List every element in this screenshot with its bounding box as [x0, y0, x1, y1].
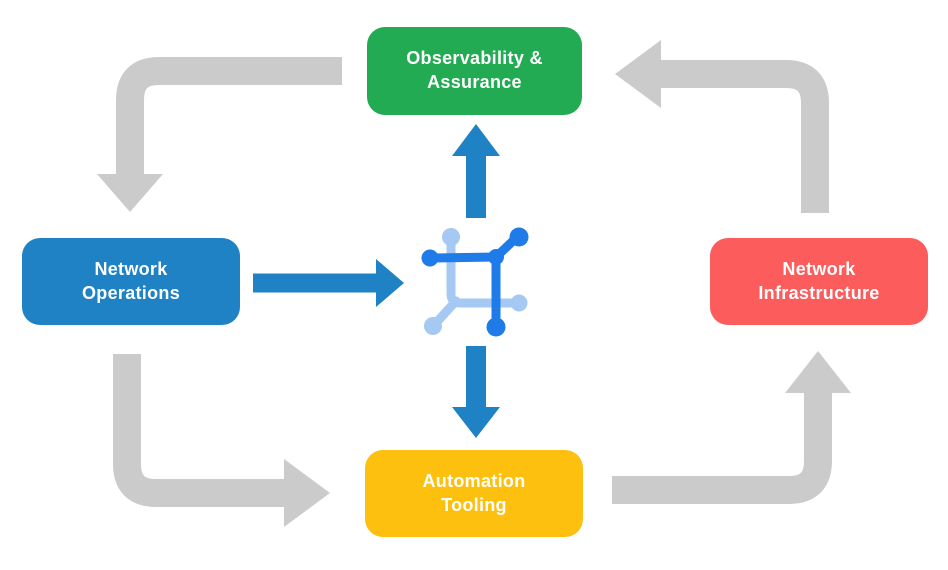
- node-label-observability: Observability & Assurance: [406, 48, 543, 92]
- hub-dark-dots: [421, 227, 529, 337]
- arrow-shaft: [659, 60, 829, 213]
- hub-light-strands: [431, 239, 516, 328]
- arrow-tooling-to-infrastructure: [612, 351, 851, 504]
- arrow-observability-to-operations: [97, 57, 342, 212]
- arrow-shaft: [113, 354, 286, 507]
- arrow-shaft: [612, 391, 832, 504]
- arrow-head-right: [284, 459, 330, 527]
- network-hub-icon: [421, 227, 529, 337]
- node-automation-tooling: Automation Tooling: [365, 450, 583, 537]
- arrow-hub-to-observability: [452, 124, 500, 218]
- node-label-operations: Network Operations: [81, 258, 181, 303]
- arrow-head-up: [452, 124, 500, 156]
- arrow-head-down: [97, 174, 163, 212]
- node-network-infrastructure: Network Infrastructure: [710, 238, 928, 325]
- arrow-hub-to-tooling: [452, 346, 500, 438]
- node-label-infrastructure: Network Infrastructure: [758, 258, 880, 303]
- node-label-tooling: Automation Tooling: [422, 470, 526, 515]
- hub-light-dots: [424, 228, 528, 335]
- arrow-head-down: [452, 407, 500, 438]
- arrow-infrastructure-to-observability: [615, 40, 829, 213]
- arrow-shaft: [116, 57, 342, 176]
- arrow-head-left: [615, 40, 661, 108]
- arrow-head-up: [785, 351, 851, 393]
- arrow-head-right: [376, 259, 404, 307]
- arrow-operations-to-tooling: [113, 354, 330, 527]
- node-network-operations: Network Operations: [22, 238, 240, 325]
- arrow-operations-to-hub: [253, 259, 404, 307]
- node-observability-assurance: Observability & Assurance: [367, 27, 582, 115]
